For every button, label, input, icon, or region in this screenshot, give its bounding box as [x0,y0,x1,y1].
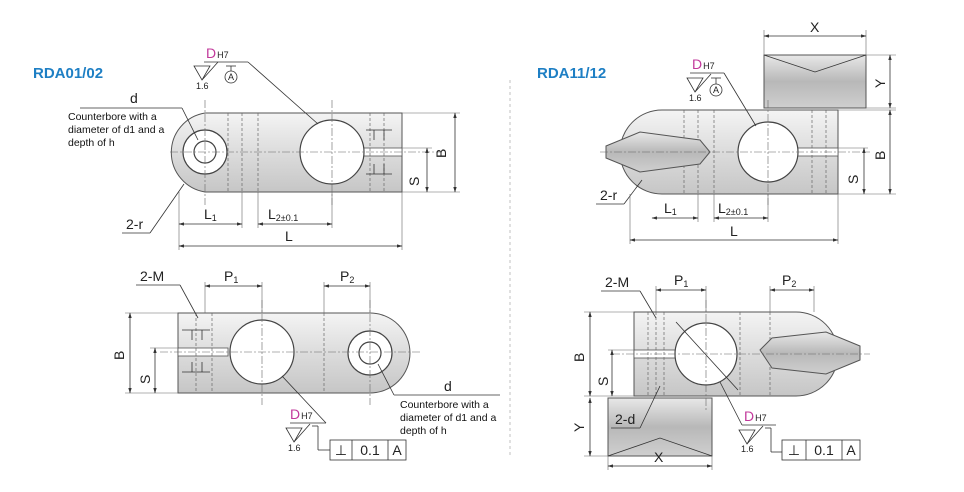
left-title: RDA01/02 [33,65,103,82]
left-bottom-perp-value: 0.1 [360,442,380,458]
left-top-l2-label: L2±0.1 [268,206,298,223]
right-bottom-d-label: 2-d [615,411,635,427]
right-bottom-b-label: B [571,353,587,362]
right-top-l-label: L [730,223,738,239]
left-top-s-label: S [406,177,422,186]
right-bottom-knob [759,331,861,375]
right-top-clamp-pad [763,54,867,109]
right-top-l2-label: L2±0.1 [718,200,748,217]
right-top-roughness-value: 1.6 [689,93,702,103]
left-top-note-1: Counterbore with a [68,111,157,123]
left-top-r-label: 2-r [126,216,143,232]
left-top-roughness-icon [193,61,219,81]
left-bottom-note-3: depth of h [400,425,447,437]
right-bottom-perp-datum: A [846,442,856,458]
right-bottom-m-label: 2-M [605,274,629,290]
right-top-r-label: 2-r [600,187,617,203]
right-bottom-p2-label: P2 [782,272,796,289]
right-bottom-roughness-icon [738,425,764,445]
right-top-datum-label: A [713,85,719,95]
left-bottom-b-label: B [111,351,127,360]
left-bottom-roughness-value: 1.6 [288,443,301,453]
left-bottom-perp-icon: ⊥ [335,442,347,458]
left-bottom-annotations: 2-M P1 P2 B S d Counterbore with a diame… [111,268,500,461]
left-top-annotations: DH7 1.6 A d Counterbore with a diameter … [68,45,460,250]
left-bottom-d-label: d [444,378,452,394]
right-bottom-bore-label: DH7 [744,408,767,424]
right-top-annotations: DH7 1.6 A X Y B S 2-r L1 [596,19,896,244]
left-top-datum-label: A [228,72,234,82]
left-top-view [170,100,440,205]
right-bottom-x-label: X [654,449,664,465]
right-bottom-p1-label: P1 [674,272,688,289]
right-top-y-label: Y [872,78,888,88]
right-top-s-label: S [845,175,861,184]
right-top-roughness-icon [686,73,712,93]
left-bottom-roughness-icon [285,423,311,443]
left-top-datum-icon [224,70,238,84]
right-bottom-s-label: S [595,377,611,386]
right-bottom-clamp-pad [607,397,713,457]
right-bottom-perp-icon: ⊥ [788,442,800,458]
left-bottom-perp-datum: A [392,442,402,458]
right-bottom-roughness-value: 1.6 [741,444,754,454]
right-top-view [600,54,870,205]
right-bottom-y-label: Y [571,422,587,432]
left-top-l1-label: L1 [204,206,217,223]
right-bottom-tolerance-frame: ⊥ 0.1 A [781,439,861,461]
right-title: RDA11/12 [537,65,606,82]
left-bottom-tolerance-frame: ⊥ 0.1 A [329,439,407,461]
left-bottom-s-label: S [137,375,153,384]
left-bottom-p1-label: P1 [224,268,238,285]
right-top-l1-label: L1 [664,200,677,217]
right-bottom-view [607,300,870,457]
left-top-note-3: depth of h [68,137,115,149]
left-top-note-2: diameter of d1 and a [68,124,164,136]
left-bottom-p2-label: P2 [340,268,354,285]
left-top-b-label: B [433,149,449,158]
left-top-roughness-value: 1.6 [196,81,209,91]
left-bottom-view [160,300,420,405]
right-top-x-label: X [810,19,820,35]
right-bottom-annotations: 2-M P1 P2 B S Y 2-d X DH7 1.6 [571,272,861,470]
left-bottom-note-2: diameter of d1 and a [400,412,496,424]
left-top-l-label: L [285,228,293,244]
left-bottom-m-label: 2-M [140,268,164,284]
left-bottom-note-1: Counterbore with a [400,399,489,411]
right-top-bore-label: DH7 [692,56,715,72]
left-bottom-bore-label: DH7 [290,406,313,422]
right-bottom-perp-value: 0.1 [814,442,834,458]
left-top-d-label: d [130,90,138,106]
right-top-b-label: B [872,151,888,160]
left-top-bore-label: DH7 [206,45,229,61]
